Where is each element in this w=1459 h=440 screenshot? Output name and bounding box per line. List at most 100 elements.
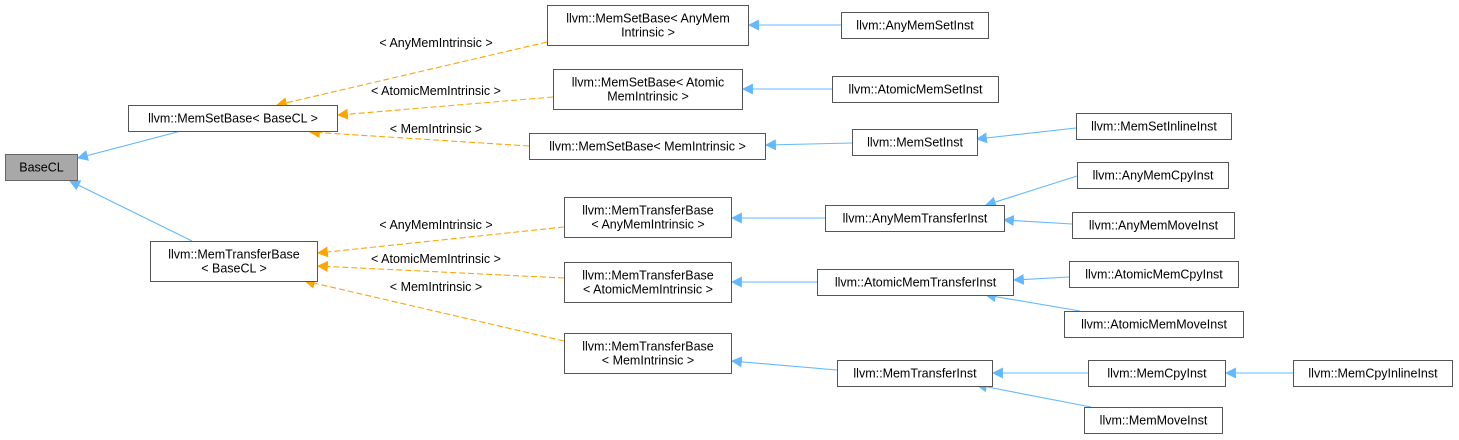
class-node-box bbox=[1069, 261, 1239, 288]
class-node-box bbox=[837, 360, 993, 387]
diagram-edge-labels: < AnyMemIntrinsic > < AtomicMemIntrinsic … bbox=[371, 36, 501, 294]
inheritance-edge-16 bbox=[1012, 273, 1070, 285]
class-node-label: llvm::AnyMemMoveInst bbox=[1089, 219, 1219, 233]
class-node-label: llvm::MemSetBase< Atomic bbox=[572, 76, 724, 90]
inheritance-edge-17 bbox=[984, 291, 1081, 312]
class-node-basecl: BaseCL bbox=[5, 154, 78, 181]
class-node-label: llvm::AnyMemCpyInst bbox=[1093, 169, 1214, 183]
class-node-box bbox=[564, 333, 732, 374]
class-node-memsetinst[interactable]: llvm::MemSetInst bbox=[852, 129, 978, 156]
class-node-label: llvm::MemCpyInst bbox=[1107, 367, 1207, 381]
class-node-label: < AtomicMemIntrinsic > bbox=[583, 283, 713, 297]
inheritance-edge-13 bbox=[984, 175, 1078, 208]
class-node-memtransferinst[interactable]: llvm::MemTransferInst bbox=[837, 360, 993, 387]
edge-label-mem-set: < MemIntrinsic > bbox=[390, 122, 482, 136]
class-node-memsetinlineinst[interactable]: llvm::MemSetInlineInst bbox=[1076, 113, 1232, 140]
class-node-label: llvm::MemTransferBase bbox=[582, 340, 714, 354]
class-node-box bbox=[852, 129, 978, 156]
class-node-box bbox=[832, 76, 999, 103]
class-node-box bbox=[529, 133, 766, 160]
inheritance-edge-10 bbox=[764, 139, 853, 151]
class-node-label: llvm::AtomicMemMoveInst bbox=[1081, 318, 1227, 332]
class-node-anymemmoveinst[interactable]: llvm::AnyMemMoveInst bbox=[1072, 212, 1235, 239]
class-node-atomicmemmoveinst[interactable]: llvm::AtomicMemMoveInst bbox=[1064, 311, 1244, 338]
class-node-box bbox=[1076, 113, 1232, 140]
class-node-label: llvm::MemSetBase< AnyMem bbox=[566, 12, 730, 26]
class-node-label: llvm::MemTransferBase bbox=[582, 269, 714, 283]
class-node-label: llvm::AtomicMemTransferInst bbox=[835, 276, 997, 290]
class-node-memsetbase-memintrinsic[interactable]: llvm::MemSetBase< MemIntrinsic > bbox=[529, 133, 766, 160]
class-node-label: llvm::AnyMemSetInst bbox=[856, 19, 974, 33]
class-node-box bbox=[128, 105, 338, 132]
class-node-atomicmemtransferinst[interactable]: llvm::AtomicMemTransferInst bbox=[817, 269, 1014, 296]
class-node-box bbox=[1088, 360, 1226, 387]
class-node-memsetbase-atomicmemintrinsic[interactable]: llvm::MemSetBase< AtomicMemIntrinsic > bbox=[553, 69, 743, 110]
class-node-label: llvm::MemSetBase< MemIntrinsic > bbox=[549, 140, 746, 154]
inheritance-edge-14 bbox=[1002, 215, 1073, 227]
class-node-label: llvm::AtomicMemSetInst bbox=[848, 83, 983, 97]
class-node-box bbox=[1072, 212, 1235, 239]
class-node-box bbox=[564, 262, 732, 303]
class-node-memmoveinst[interactable]: llvm::MemMoveInst bbox=[1084, 407, 1223, 434]
class-node-box bbox=[1293, 360, 1453, 387]
inheritance-edge-21 bbox=[975, 381, 1092, 408]
class-node-box bbox=[564, 197, 732, 238]
class-node-label: llvm::MemTransferBase bbox=[582, 204, 714, 218]
edge-label-atomic-set: < AtomicMemIntrinsic > bbox=[371, 84, 501, 98]
template-edge-2 bbox=[275, 41, 548, 109]
template-edge-6 bbox=[316, 260, 565, 279]
class-node-label: BaseCL bbox=[19, 161, 64, 175]
class-node-box bbox=[1084, 407, 1223, 434]
class-node-box bbox=[5, 154, 78, 181]
class-node-label: Intrinsic > bbox=[621, 26, 675, 40]
class-node-atomicmemsetinst[interactable]: llvm::AtomicMemSetInst bbox=[832, 76, 999, 103]
class-node-label: llvm::MemSetInlineInst bbox=[1091, 120, 1217, 134]
class-node-label: llvm::MemSetBase< BaseCL > bbox=[148, 112, 318, 126]
class-node-anymemsetinst[interactable]: llvm::AnyMemSetInst bbox=[841, 12, 989, 39]
class-node-label: llvm::MemTransferInst bbox=[853, 367, 977, 381]
class-node-anymemcpyinst[interactable]: llvm::AnyMemCpyInst bbox=[1077, 162, 1229, 189]
template-edge-5 bbox=[316, 226, 565, 258]
class-node-box bbox=[841, 12, 989, 39]
class-node-memsetbase-anymemintrinsic[interactable]: llvm::MemSetBase< AnyMemIntrinsic > bbox=[547, 5, 749, 46]
class-node-memtransferbase-memintrinsic[interactable]: llvm::MemTransferBase< MemIntrinsic > bbox=[564, 333, 732, 374]
class-node-label: llvm::MemMoveInst bbox=[1100, 414, 1208, 428]
inheritance-edge-18 bbox=[730, 356, 838, 371]
class-node-box bbox=[553, 69, 743, 110]
class-node-memtransferbase-atomicmemintrinsic[interactable]: llvm::MemTransferBase< AtomicMemIntrinsi… bbox=[564, 262, 732, 303]
edge-label-mem-transfer: < MemIntrinsic > bbox=[390, 280, 482, 294]
class-node-label: MemIntrinsic > bbox=[607, 90, 689, 104]
inheritance-edge-1 bbox=[69, 180, 193, 242]
class-node-box bbox=[547, 5, 749, 46]
class-node-box bbox=[1077, 162, 1229, 189]
class-node-label: llvm::AtomicMemCpyInst bbox=[1085, 268, 1223, 282]
class-node-label: < AnyMemIntrinsic > bbox=[591, 218, 704, 232]
template-edge-4 bbox=[308, 127, 530, 147]
class-node-label: llvm::MemSetInst bbox=[867, 136, 963, 150]
template-edge-7 bbox=[303, 277, 565, 342]
inheritance-edge-11 bbox=[975, 127, 1077, 144]
class-node-box bbox=[817, 269, 1014, 296]
class-node-memcpyinst[interactable]: llvm::MemCpyInst bbox=[1088, 360, 1226, 387]
diagram-edges bbox=[69, 19, 1293, 408]
edge-label-anymem-transfer: < AnyMemIntrinsic > bbox=[379, 218, 492, 232]
class-node-memtransferbase-anymemintrinsic[interactable]: llvm::MemTransferBase< AnyMemIntrinsic > bbox=[564, 197, 732, 238]
edge-label-atomic-transfer: < AtomicMemIntrinsic > bbox=[371, 252, 501, 266]
class-node-memtransferbase-basecl[interactable]: llvm::MemTransferBase< BaseCL > bbox=[150, 241, 318, 282]
class-node-label: < MemIntrinsic > bbox=[602, 354, 694, 368]
class-node-box bbox=[825, 205, 1005, 232]
class-node-memcpyinlineinst[interactable]: llvm::MemCpyInlineInst bbox=[1293, 360, 1453, 387]
inheritance-edge-0 bbox=[76, 130, 182, 161]
template-edge-3 bbox=[336, 96, 554, 120]
class-node-memsetbase-basecl[interactable]: llvm::MemSetBase< BaseCL > bbox=[128, 105, 338, 132]
class-node-label: llvm::MemCpyInlineInst bbox=[1308, 367, 1438, 381]
class-node-anymemtransferinst[interactable]: llvm::AnyMemTransferInst bbox=[825, 205, 1005, 232]
edge-label-anymem-set: < AnyMemIntrinsic > bbox=[379, 36, 492, 50]
class-node-atomicmemcpyinst[interactable]: llvm::AtomicMemCpyInst bbox=[1069, 261, 1239, 288]
class-node-label: llvm::MemTransferBase bbox=[168, 248, 300, 262]
class-node-label: < BaseCL > bbox=[201, 262, 267, 276]
class-node-box bbox=[150, 241, 318, 282]
class-node-label: llvm::AnyMemTransferInst bbox=[843, 212, 988, 226]
